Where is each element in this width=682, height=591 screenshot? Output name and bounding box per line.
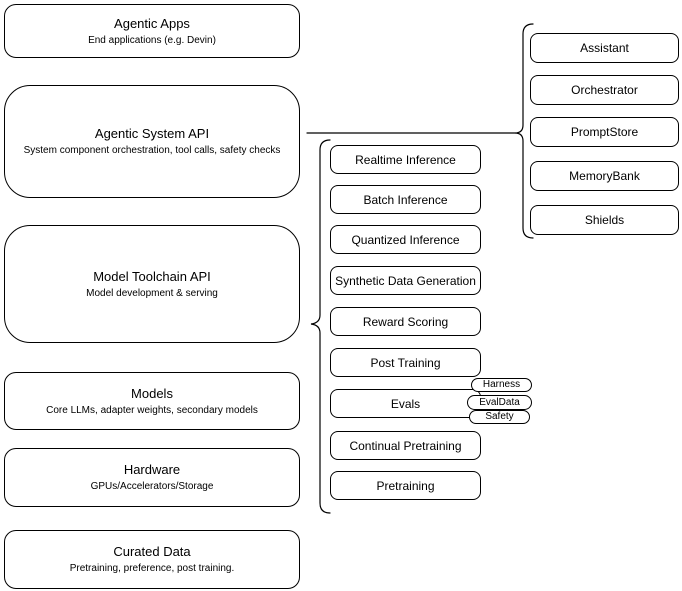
node-orchestrator: Orchestrator — [530, 75, 679, 105]
node-reward-scoring: Reward Scoring — [330, 307, 481, 336]
node-subtitle: Model development & serving — [86, 287, 218, 299]
node-title: Agentic Apps — [114, 15, 190, 31]
node-agentic-system-api: Agentic System API System component orch… — [4, 85, 300, 198]
node-subtitle: Core LLMs, adapter weights, secondary mo… — [46, 404, 258, 416]
node-title: Hardware — [123, 462, 181, 477]
node-title: Model Toolchain API — [93, 268, 211, 284]
node-subtitle: System component orchestration, tool cal… — [23, 145, 281, 156]
node-subtitle: End applications (e.g. Devin) — [88, 34, 216, 46]
tag-evaldata: EvalData — [467, 395, 532, 410]
node-models: Models Core LLMs, adapter weights, secon… — [4, 372, 300, 430]
node-pretraining: Pretraining — [330, 471, 481, 500]
node-curated-data: Curated Data Pretraining, preference, po… — [4, 530, 300, 589]
node-synthetic-data-generation: Synthetic Data Generation — [330, 266, 481, 295]
toolchain-brace — [310, 139, 331, 514]
node-evals: Evals — [330, 389, 481, 418]
node-continual-pretraining: Continual Pretraining — [330, 431, 481, 460]
node-quantized-inference: Quantized Inference — [330, 225, 481, 254]
node-title: Models — [131, 385, 173, 401]
node-assistant: Assistant — [530, 33, 679, 63]
node-promptstore: PromptStore — [530, 117, 679, 147]
node-subtitle: Pretraining, preference, post training. — [69, 563, 235, 574]
node-post-training: Post Training — [330, 348, 481, 377]
tag-harness: Harness — [471, 378, 532, 392]
node-agentic-apps: Agentic Apps End applications (e.g. Devi… — [4, 4, 300, 58]
node-realtime-inference: Realtime Inference — [330, 145, 481, 174]
node-title: Agentic System API — [94, 126, 210, 141]
node-model-toolchain-api: Model Toolchain API Model development & … — [4, 225, 300, 343]
node-subtitle: GPUs/Accelerators/Storage — [90, 481, 214, 492]
node-hardware: Hardware GPUs/Accelerators/Storage — [4, 448, 300, 507]
node-batch-inference: Batch Inference — [330, 185, 481, 214]
tag-safety: Safety — [469, 410, 530, 424]
node-title: Curated Data — [113, 544, 191, 559]
node-shields: Shields — [530, 205, 679, 235]
node-memorybank: MemoryBank — [530, 161, 679, 191]
